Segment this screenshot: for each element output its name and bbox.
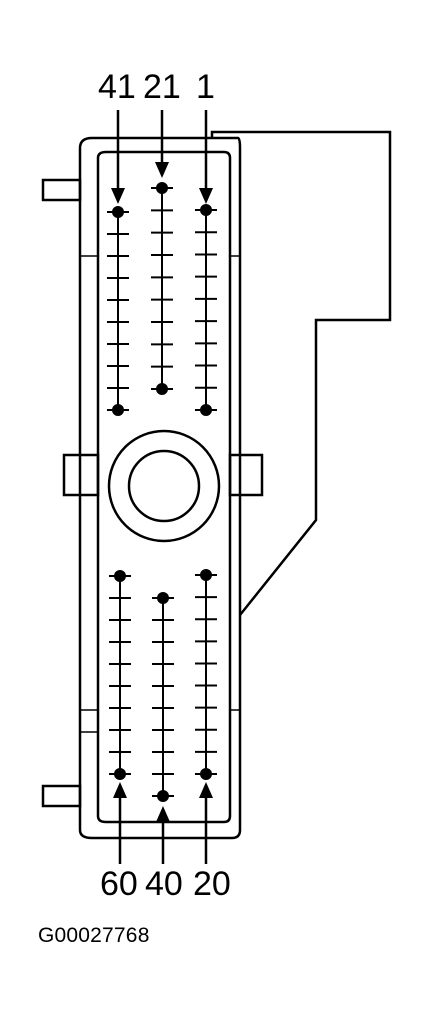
- pin-end-dot: [200, 569, 212, 581]
- pin-end-dot: [112, 404, 124, 416]
- left-tab-bottom: [41, 784, 82, 808]
- pin-end-dot: [114, 768, 126, 780]
- pin-end-dot: [114, 570, 126, 582]
- pin-end-dot: [200, 204, 212, 216]
- pin-label-20: 20: [193, 865, 231, 903]
- left-tab-center: [62, 453, 100, 497]
- pin-rows: [107, 182, 217, 802]
- connector-housing-inner: [96, 150, 232, 824]
- pin-end-dot: [200, 404, 212, 416]
- right-tab-center: [228, 453, 264, 497]
- pin-end-dot: [156, 182, 168, 194]
- pin-end-dot: [157, 790, 169, 802]
- pin-label-1: 1: [196, 68, 215, 106]
- pin-end-dot: [156, 383, 168, 395]
- pin-end-dot: [200, 768, 212, 780]
- pin-label-60: 60: [100, 865, 138, 903]
- locking-arm: [210, 130, 392, 616]
- center-bolt-inner: [127, 449, 201, 523]
- pin-end-dot: [112, 206, 124, 218]
- figure-id: G00027768: [38, 924, 150, 947]
- pin-arrows: [111, 110, 213, 864]
- pin-label-21: 21: [143, 68, 181, 106]
- pin-label-40: 40: [145, 865, 183, 903]
- connector-housing-outer: [78, 136, 242, 840]
- left-tab-top: [41, 178, 82, 202]
- center-bolt-outer: [107, 429, 221, 543]
- pin-label-41: 41: [98, 68, 136, 106]
- pin-end-dot: [157, 592, 169, 604]
